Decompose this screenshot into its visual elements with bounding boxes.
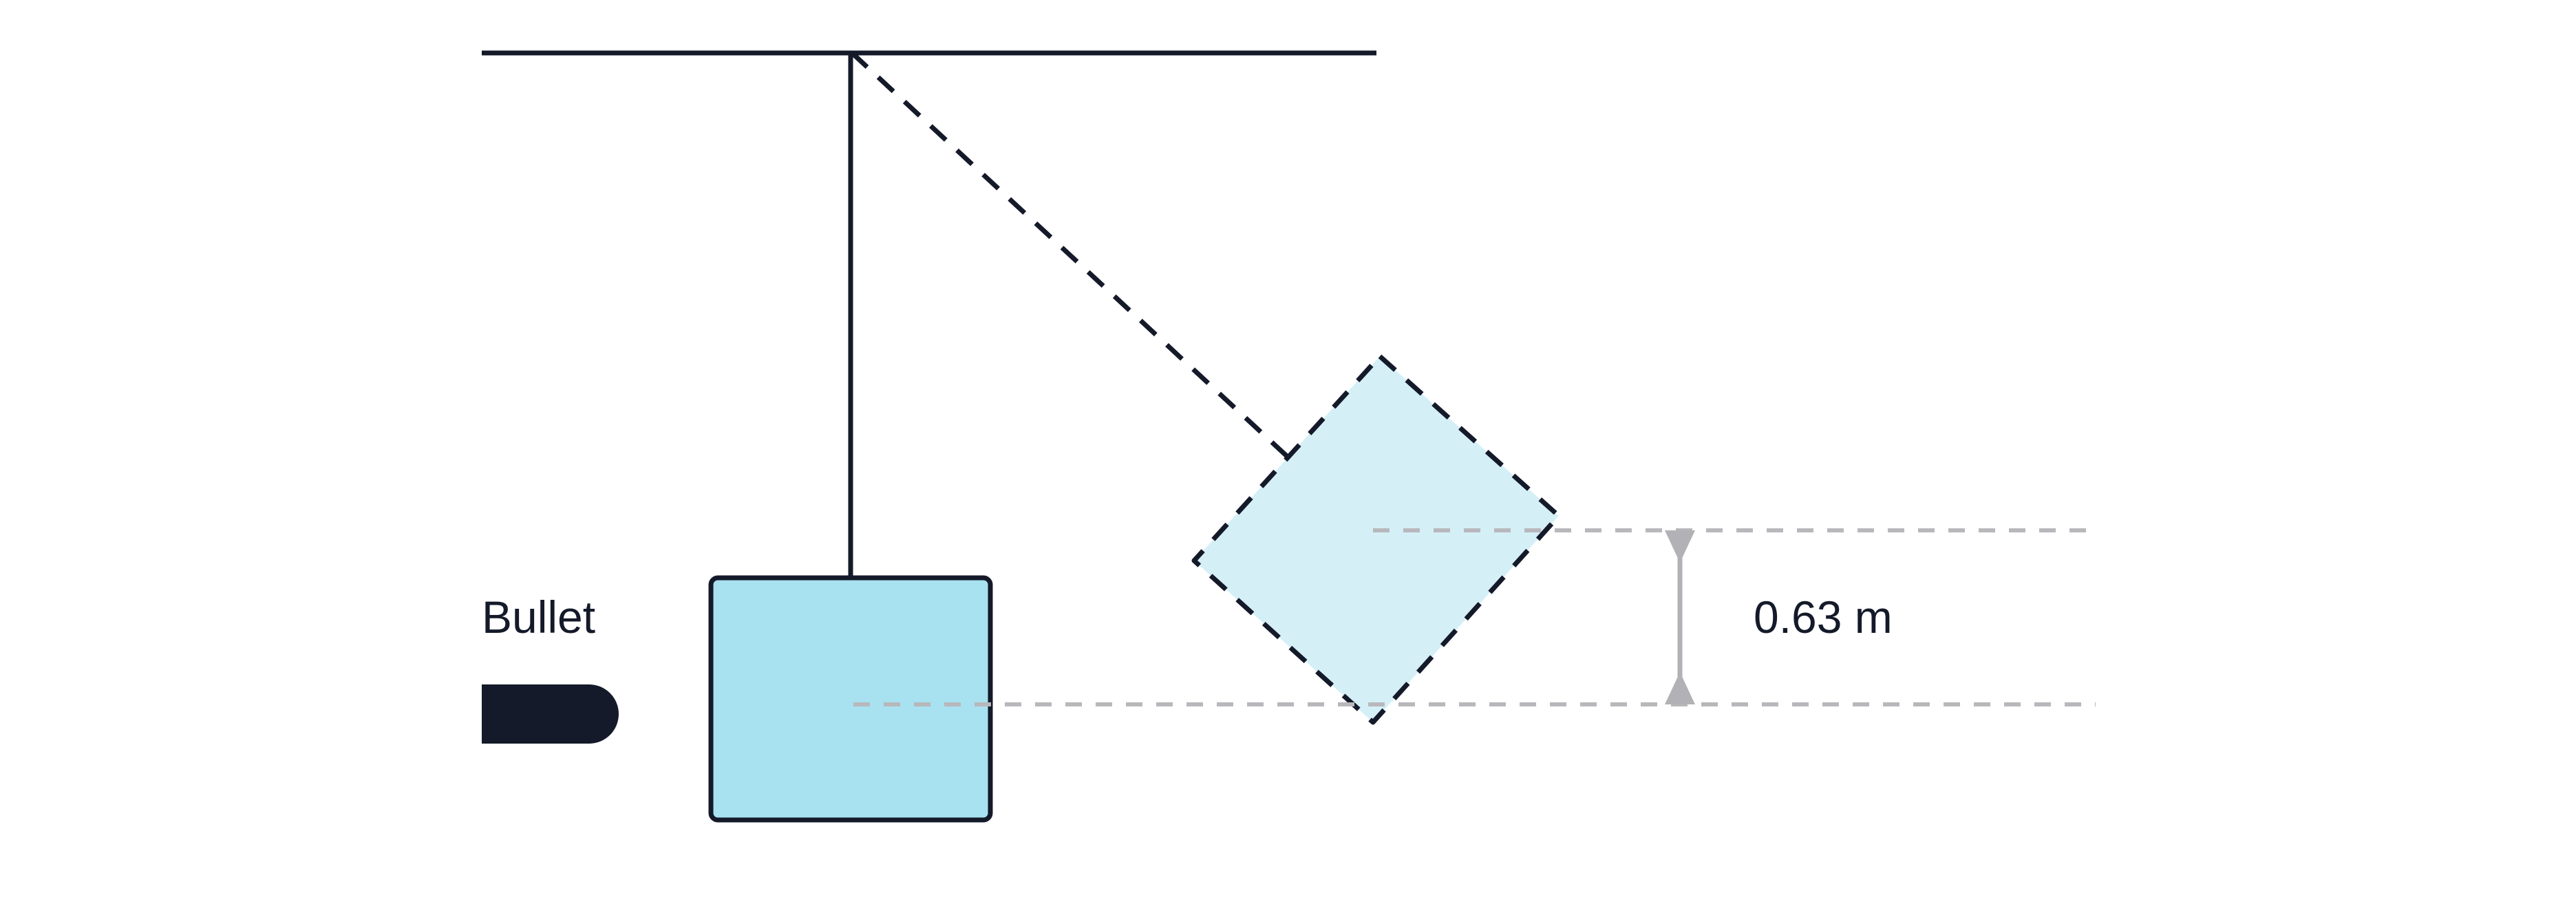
hanging-block [708, 575, 993, 823]
bullet-shape [482, 684, 619, 744]
height-arrow-bottom-icon [1665, 672, 1695, 704]
height-arrow-top-icon [1665, 530, 1695, 563]
swung-block-ghost [1191, 354, 1562, 725]
bullet-label: Bullet [482, 592, 595, 642]
height-label: 0.63 m [1754, 592, 1893, 642]
swung-string-dashed [850, 51, 1291, 460]
